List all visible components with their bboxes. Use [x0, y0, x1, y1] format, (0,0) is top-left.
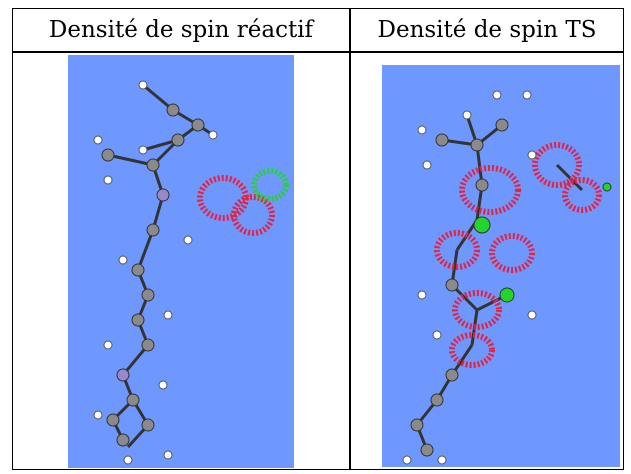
reactant-molecule-image [68, 55, 294, 468]
ts-molecule-image [382, 65, 620, 467]
comparison-table: Densité de spin réactif Densité de spin … [12, 8, 624, 470]
ts-molecule-svg [402, 90, 612, 465]
header-reactant-spin-density: Densité de spin réactif [48, 17, 314, 43]
column-divider [349, 9, 351, 469]
header-divider [13, 51, 623, 53]
header-ts-spin-density: Densité de spin TS [377, 17, 597, 43]
reactant-molecule-svg [93, 80, 289, 465]
